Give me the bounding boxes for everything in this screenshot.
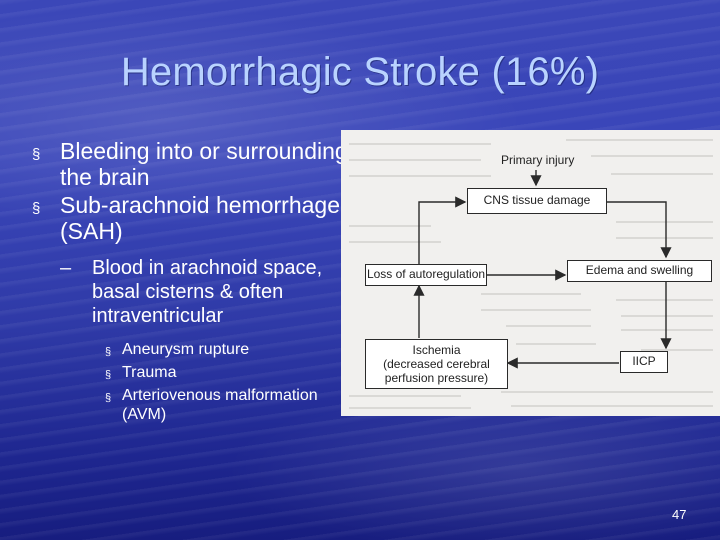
sub-sub-bullet-item: § Arteriovenous malformation (AVM) [30,386,350,424]
ischemia-label-line: perfusion pressure) [384,371,489,385]
scan-background-texture [349,139,713,409]
bullet-marker: § [105,346,112,358]
sub-sub-bullet-item: § Aneurysm rupture [30,340,350,359]
sub-bullet-text: Blood in arachnoid space, basal cisterns… [92,257,323,327]
iicp-label: IICP [632,354,656,368]
page-number: 47 [672,507,687,522]
sub-bullet-item: – Blood in arachnoid space, basal cister… [30,256,350,328]
flowchart-figure: Primary injury CNS tissue damage Edema a… [341,130,720,416]
bullet-marker: § [105,369,112,381]
bullet-item: § Sub-arachnoid hemorrhage (SAH) [30,192,350,244]
ischemia-label-line: Ischemia [412,343,461,357]
bullet-text: Sub-arachnoid hemorrhage (SAH) [60,192,341,244]
sub-sub-bullet-text: Trauma [122,364,177,381]
bullet-list: § Bleeding into or surrounding the brain… [30,138,350,424]
bullet-marker: § [32,200,41,217]
sub-sub-bullet-text: Arteriovenous malformation (AVM) [122,387,318,423]
bullet-marker: § [32,146,41,163]
bullet-item: § Bleeding into or surrounding the brain [30,138,350,190]
bullet-text: Bleeding into or surrounding the brain [60,138,348,190]
edema-swelling-label: Edema and swelling [585,263,694,277]
iicp-box: IICP [620,351,668,373]
dash-marker: – [60,257,72,279]
slide-title: Hemorrhagic Stroke (16%) [120,50,600,94]
sub-sub-bullet-item: § Trauma [30,363,350,382]
edema-swelling-box: Edema and swelling [567,260,712,282]
ischemia-label-line: (decreased cerebral [383,357,490,371]
sub-sub-bullet-text: Aneurysm rupture [122,341,250,358]
bullet-marker: § [105,392,112,404]
loss-of-autoregulation-box: Loss of autoregulation [365,264,487,286]
cns-tissue-damage-box: CNS tissue damage [467,188,607,214]
cns-tissue-damage-label: CNS tissue damage [483,193,591,207]
flowchart-connectors [413,170,672,369]
ischemia-box: Ischemia (decreased cerebral perfusion p… [365,339,508,389]
loss-of-autoregulation-label: Loss of autoregulation [366,267,486,281]
primary-injury-label: Primary injury [501,153,575,167]
